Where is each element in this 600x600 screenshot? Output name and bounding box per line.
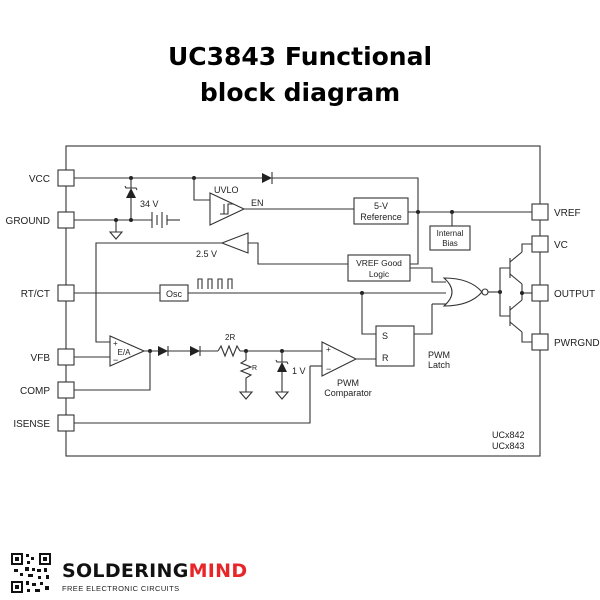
en-label: EN [251, 198, 264, 208]
osc-label: Osc [166, 289, 183, 299]
r-resistor-label: R [252, 365, 257, 372]
pin-vcc-label: VCC [29, 174, 50, 185]
pwm-comp-line2: Comparator [324, 388, 372, 398]
svg-text:+: + [113, 339, 118, 348]
title-line-2: block diagram [199, 78, 401, 107]
svg-text:−: − [326, 364, 331, 374]
pwm-comp-line1: PWM [337, 378, 359, 388]
1v-label: 1 V [292, 366, 306, 376]
zener-diode-icon [277, 362, 287, 372]
pin-isense-label: ISENSE [13, 419, 50, 430]
pwm-latch: S R PWM Latch [361, 293, 450, 370]
part-number-2: UCx843 [492, 441, 525, 451]
pin-comp-label: COMP [20, 386, 50, 397]
pin-vcc: VCC [29, 169, 75, 187]
uvlo-label: UVLO [214, 185, 239, 195]
vref-good-line2: Logic [369, 269, 390, 279]
brand-tagline: FREE ELECTRONIC CIRCUITS [62, 584, 180, 593]
oscillator: Osc [74, 278, 446, 302]
qr-code-icon [10, 552, 52, 594]
clock-pulse-icon [197, 278, 233, 289]
pin-output: OUTPUT [531, 284, 595, 302]
pin-rtct: RT/CT [21, 284, 75, 302]
pwm-latch-line1: PWM [428, 350, 450, 360]
pin-vfb: VFB [31, 348, 75, 366]
latch-s-label: S [382, 331, 388, 341]
pwm-comparator: + − PWM Comparator [74, 341, 376, 424]
title-line-1: UC3843 Functional [167, 42, 433, 71]
brand-part-1: SOLDERING [62, 560, 189, 582]
pin-vc: VC [531, 235, 568, 253]
ref-line2: Reference [360, 212, 402, 222]
svg-text:+: + [326, 345, 331, 354]
v25-label: 2.5 V [196, 249, 217, 259]
diode-icon [262, 173, 272, 183]
or-gate [432, 277, 502, 307]
svg-text:−: − [113, 355, 118, 365]
pin-isense: ISENSE [13, 414, 75, 432]
vcc-line [74, 172, 419, 212]
uvlo-block: UVLO EN [193, 178, 354, 226]
pin-output-label: OUTPUT [554, 289, 595, 300]
zener-34v-label: 34 V [140, 199, 159, 209]
internal-line1: Internal [437, 229, 464, 238]
ground-symbol-icon [108, 231, 124, 240]
pwm-latch-line2: Latch [428, 360, 450, 370]
zener-34v: 34 V [124, 178, 159, 220]
latch-r-label: R [382, 353, 389, 363]
ground-symbol-icon [274, 391, 290, 400]
ea-label: E/A [118, 348, 132, 357]
pin-rtct-label: RT/CT [21, 289, 50, 300]
internal-line2: Bias [442, 239, 458, 248]
internal-bias-block: Internal Bias [429, 212, 471, 251]
vref-good-block: VREF Good Logic [347, 254, 446, 283]
brand-part-2: MIND [188, 560, 248, 582]
pin-vref-label: VREF [554, 208, 581, 219]
part-number-1: UCx842 [492, 430, 525, 440]
pin-ground-label: GROUND [6, 216, 50, 227]
pin-comp: COMP [20, 381, 75, 399]
ref-line1: 5-V [374, 201, 388, 211]
2r-label: 2R [225, 333, 235, 342]
divider-network: 2R R 1 V [158, 333, 322, 400]
ground-symbol-icon [238, 391, 254, 400]
ground-line [74, 212, 180, 240]
pin-vfb-label: VFB [31, 353, 51, 364]
reference-block: 5-V Reference [353, 197, 532, 225]
brand-logo: SOLDERINGMIND [62, 560, 247, 582]
pin-ground: GROUND [6, 211, 75, 229]
output-stage [499, 243, 532, 343]
pin-pwrgnd-label: PWRGND [554, 338, 600, 349]
pin-vref: VREF [531, 203, 581, 221]
vref-good-line1: VREF Good [356, 258, 402, 268]
pin-pwrgnd: PWRGND [531, 333, 600, 351]
zener-diode-icon [126, 188, 136, 198]
pin-vc-label: VC [554, 240, 568, 251]
